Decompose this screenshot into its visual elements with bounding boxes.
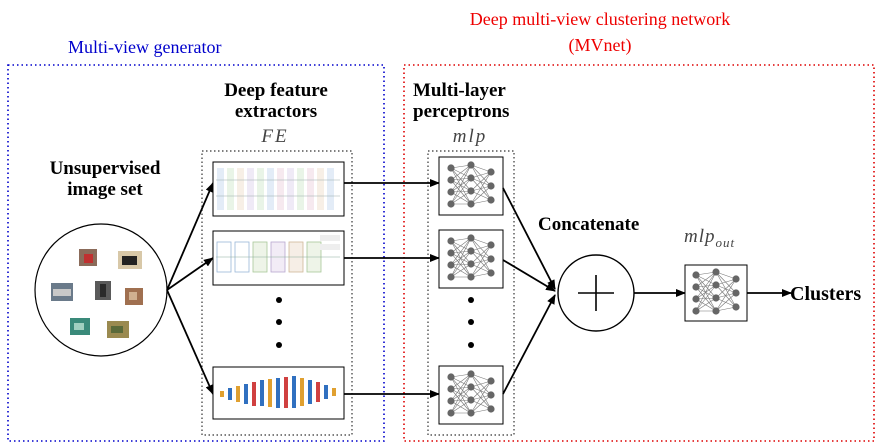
arrow-image-to-fe2 (166, 257, 214, 291)
feature-extractors-line2: extractors (234, 101, 318, 122)
image-set-circle (34, 223, 168, 357)
mlp-out-base: mlp (684, 226, 716, 247)
mlp-2 (438, 229, 504, 289)
mlp-out (684, 264, 748, 322)
mlp-symbol: mlp (452, 126, 488, 147)
mvnet-frame (403, 64, 875, 442)
feature-extractor-1 (212, 161, 345, 217)
feature-extractor-3 (212, 366, 345, 420)
mvnet-title-line1: Deep multi-view clustering network (469, 9, 731, 29)
mlp-heading-line2: perceptrons (413, 101, 510, 122)
feature-extractors-heading: Deep feature extractors (196, 80, 356, 122)
fe-ellipsis (276, 297, 282, 348)
mlp-out-label: mlpout (684, 226, 735, 251)
mlp-out-sub: out (715, 234, 736, 250)
image-set-line1: Unsupervised (49, 158, 161, 179)
mlp-1 (438, 156, 504, 216)
clusters-label: Clusters (790, 283, 862, 305)
concatenate-node (557, 254, 635, 332)
mvnet-title-line2: (MVnet) (568, 35, 632, 55)
arrow-mlp1-to-concat (502, 187, 556, 290)
arrow-image-to-fe1 (166, 182, 214, 291)
mlp-container (427, 150, 515, 436)
image-set-line2: image set (67, 179, 143, 200)
mlp-heading: Multi-layer perceptrons (413, 80, 509, 122)
mlp-3 (438, 365, 504, 425)
mvnet-title: Deep multi-view clustering network (MVne… (400, 6, 800, 58)
feature-extractor-2 (212, 230, 345, 286)
generator-title: Multi-view generator (68, 37, 222, 57)
arrow-image-to-fe3 (166, 289, 214, 395)
fe-symbol: FE (261, 126, 289, 147)
arrow-mlp2-to-concat (502, 259, 556, 292)
generator-frame (7, 64, 385, 442)
image-set-heading: Unsupervised image set (10, 158, 200, 200)
feature-extractors-line1: Deep feature (224, 80, 328, 101)
concatenate-label: Concatenate (538, 214, 640, 235)
mlp-heading-line1: Multi-layer (413, 80, 506, 101)
arrow-mlp3-to-concat (502, 294, 556, 395)
fe-container (201, 150, 353, 436)
mlp-ellipsis (468, 297, 474, 348)
